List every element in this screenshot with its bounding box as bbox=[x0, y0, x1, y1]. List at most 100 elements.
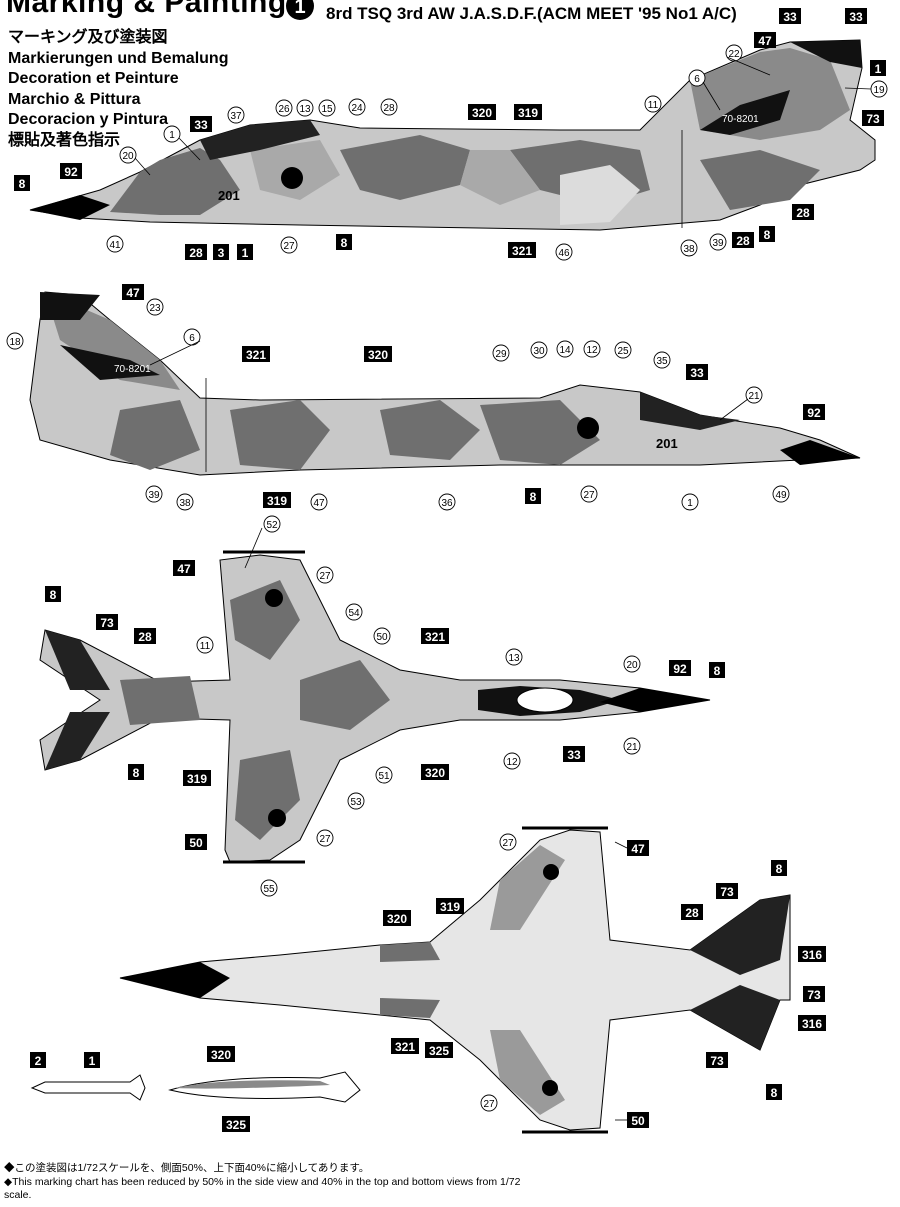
circled-label-53: 53 bbox=[347, 792, 365, 810]
svg-text:51: 51 bbox=[378, 771, 390, 782]
boxed-label-33: 33 bbox=[563, 746, 585, 762]
svg-text:22: 22 bbox=[728, 49, 740, 60]
svg-text:8: 8 bbox=[764, 228, 771, 242]
boxed-label-8: 8 bbox=[128, 764, 144, 780]
circled-label-27: 27 bbox=[580, 485, 598, 503]
boxed-label-73: 73 bbox=[706, 1052, 728, 1068]
svg-text:8: 8 bbox=[714, 664, 721, 678]
left-side-view: 201 70-8201 bbox=[29, 39, 876, 231]
svg-text:54: 54 bbox=[348, 608, 360, 619]
svg-text:28: 28 bbox=[383, 103, 395, 114]
svg-text:1: 1 bbox=[875, 62, 882, 76]
circled-label-36: 36 bbox=[438, 493, 456, 511]
svg-text:37: 37 bbox=[230, 111, 242, 122]
circled-label-50: 50 bbox=[373, 627, 391, 645]
boxed-label-73: 73 bbox=[862, 110, 884, 126]
boxed-label-321: 321 bbox=[391, 1038, 419, 1054]
boxed-label-325: 325 bbox=[222, 1116, 250, 1132]
svg-text:1: 1 bbox=[169, 130, 175, 141]
circled-label-19: 19 bbox=[870, 80, 888, 98]
circled-label-24: 24 bbox=[348, 98, 366, 116]
svg-text:1: 1 bbox=[89, 1054, 96, 1068]
svg-text:23: 23 bbox=[149, 303, 161, 314]
title-italian: Marchio & Pittura bbox=[8, 90, 141, 108]
svg-text:50: 50 bbox=[189, 836, 203, 850]
boxed-label-320: 320 bbox=[383, 910, 411, 926]
circled-label-20: 20 bbox=[623, 655, 641, 673]
circled-label-12: 12 bbox=[503, 752, 521, 770]
svg-text:21: 21 bbox=[748, 391, 760, 402]
tail-serial-right: 70-8201 bbox=[114, 364, 151, 375]
circled-label-13: 13 bbox=[296, 99, 314, 117]
svg-text:29: 29 bbox=[495, 349, 507, 360]
circled-label-6: 6 bbox=[183, 328, 201, 346]
circled-label-13: 13 bbox=[505, 648, 523, 666]
circled-label-27: 27 bbox=[280, 236, 298, 254]
circled-label-11: 11 bbox=[644, 95, 662, 113]
svg-text:319: 319 bbox=[440, 900, 460, 914]
boxed-label-47: 47 bbox=[173, 560, 195, 576]
circled-label-12: 12 bbox=[583, 340, 601, 358]
svg-text:6: 6 bbox=[189, 333, 195, 344]
boxed-label-8: 8 bbox=[766, 1084, 782, 1100]
boxed-label-316: 316 bbox=[798, 1015, 826, 1031]
circled-label-21: 21 bbox=[745, 386, 763, 404]
svg-text:321: 321 bbox=[246, 348, 266, 362]
circled-label-39: 39 bbox=[709, 233, 727, 251]
boxed-label-47: 47 bbox=[122, 284, 144, 300]
svg-text:73: 73 bbox=[710, 1054, 724, 1068]
boxed-label-47: 47 bbox=[754, 32, 776, 48]
svg-text:27: 27 bbox=[319, 834, 331, 845]
title-japanese: マーキング及び塗装図 bbox=[8, 29, 168, 46]
circled-label-51: 51 bbox=[375, 766, 393, 784]
circled-label-38: 38 bbox=[176, 493, 194, 511]
svg-text:46: 46 bbox=[558, 248, 570, 259]
svg-text:12: 12 bbox=[586, 345, 598, 356]
boxed-label-28: 28 bbox=[185, 244, 207, 260]
circled-label-49: 49 bbox=[772, 485, 790, 503]
svg-text:33: 33 bbox=[783, 10, 797, 24]
circled-label-39: 39 bbox=[145, 485, 163, 503]
boxed-label-50: 50 bbox=[627, 1112, 649, 1128]
svg-text:28: 28 bbox=[189, 246, 203, 260]
svg-text:47: 47 bbox=[631, 842, 645, 856]
boxed-label-8: 8 bbox=[759, 226, 775, 242]
missile-drawing bbox=[30, 1074, 146, 1101]
svg-text:8: 8 bbox=[771, 1086, 778, 1100]
svg-text:55: 55 bbox=[263, 884, 275, 895]
svg-text:325: 325 bbox=[226, 1118, 246, 1132]
variant-number-badge: 1 bbox=[286, 0, 314, 20]
svg-text:39: 39 bbox=[712, 238, 724, 249]
svg-text:28: 28 bbox=[736, 234, 750, 248]
boxed-label-92: 92 bbox=[803, 404, 825, 420]
top-view bbox=[39, 550, 711, 864]
boxed-label-28: 28 bbox=[792, 204, 814, 220]
boxed-label-33: 33 bbox=[686, 364, 708, 380]
svg-text:8: 8 bbox=[776, 862, 783, 876]
svg-text:33: 33 bbox=[690, 366, 704, 380]
boxed-label-73: 73 bbox=[716, 883, 738, 899]
svg-text:319: 319 bbox=[267, 494, 287, 508]
circled-label-15: 15 bbox=[318, 99, 336, 117]
svg-text:53: 53 bbox=[350, 797, 362, 808]
svg-text:13: 13 bbox=[508, 653, 520, 664]
circled-label-28: 28 bbox=[380, 98, 398, 116]
boxed-label-319: 319 bbox=[436, 898, 464, 914]
svg-text:15: 15 bbox=[321, 104, 333, 115]
svg-text:52: 52 bbox=[266, 520, 278, 531]
svg-text:2: 2 bbox=[35, 1054, 42, 1068]
svg-text:319: 319 bbox=[518, 106, 538, 120]
circled-label-27: 27 bbox=[499, 833, 517, 851]
svg-text:27: 27 bbox=[502, 838, 514, 849]
circled-label-37: 37 bbox=[227, 106, 245, 124]
unit-subtitle: 8rd TSQ 3rd AW J.A.S.D.F.(ACM MEET '95 N… bbox=[326, 4, 737, 23]
circled-label-55: 55 bbox=[260, 879, 278, 897]
svg-text:1: 1 bbox=[687, 498, 693, 509]
svg-text:27: 27 bbox=[583, 490, 595, 501]
svg-text:12: 12 bbox=[506, 757, 518, 768]
svg-text:35: 35 bbox=[656, 356, 668, 367]
svg-text:50: 50 bbox=[631, 1114, 645, 1128]
svg-text:321: 321 bbox=[512, 244, 532, 258]
circled-label-54: 54 bbox=[345, 603, 363, 621]
